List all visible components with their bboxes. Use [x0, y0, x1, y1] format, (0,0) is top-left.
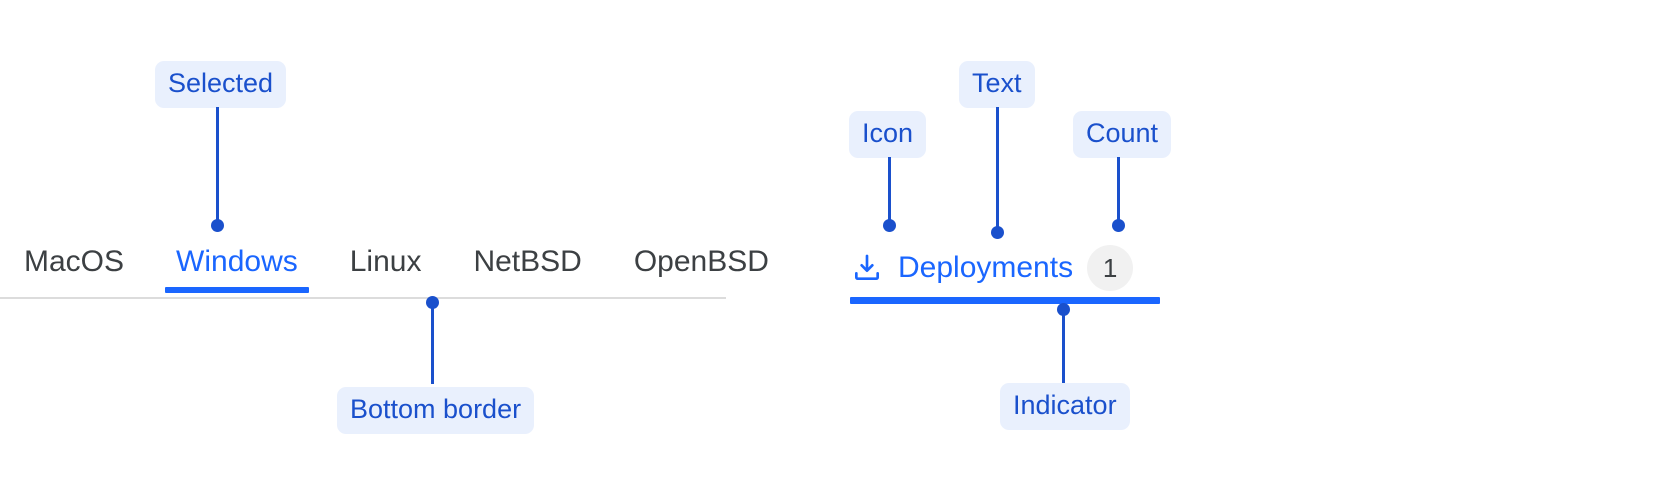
tab-deployments-count-badge: 1: [1087, 245, 1134, 291]
tab-openbsd[interactable]: OpenBSD: [633, 245, 769, 278]
annotation-count-dot: [1112, 219, 1125, 232]
annotation-icon-leader: [888, 157, 891, 225]
tab-deployments-label: Deployments: [898, 251, 1074, 284]
tab-linux[interactable]: Linux: [349, 245, 422, 278]
tab-deployments[interactable]: Deployments 1: [850, 243, 1160, 293]
tab-netbsd[interactable]: NetBSD: [473, 245, 582, 278]
annotation-indicator-leader: [1062, 309, 1065, 384]
annotation-selected-leader: [216, 107, 219, 225]
download-icon: [850, 251, 884, 285]
annotation-bottom-border-leader: [431, 302, 434, 384]
annotation-count-leader: [1117, 157, 1120, 225]
tab-windows[interactable]: Windows: [165, 245, 309, 293]
annotation-icon-dot: [883, 219, 896, 232]
annotation-bottom-border-label: Bottom border: [337, 387, 535, 434]
annotation-text-dot: [991, 226, 1004, 239]
tabbar-example-rich: Deployments 1: [850, 243, 1160, 304]
tab-macos[interactable]: MacOS: [24, 245, 125, 278]
annotation-selected-dot: [211, 219, 224, 232]
annotation-count-label: Count: [1073, 111, 1172, 158]
annotation-icon-label: Icon: [849, 111, 927, 158]
annotation-indicator-label: Indicator: [1000, 383, 1130, 430]
tab-active-indicator: [850, 297, 1160, 304]
annotation-selected-label: Selected: [155, 61, 287, 108]
annotation-text-leader: [996, 107, 999, 230]
annotation-text-label: Text: [959, 61, 1035, 108]
tabbar-example-basic: MacOS Windows Linux NetBSD OpenBSD: [0, 243, 769, 299]
tab-list: MacOS Windows Linux NetBSD OpenBSD: [0, 243, 769, 297]
tabbar: MacOS Windows Linux NetBSD OpenBSD: [0, 243, 769, 299]
